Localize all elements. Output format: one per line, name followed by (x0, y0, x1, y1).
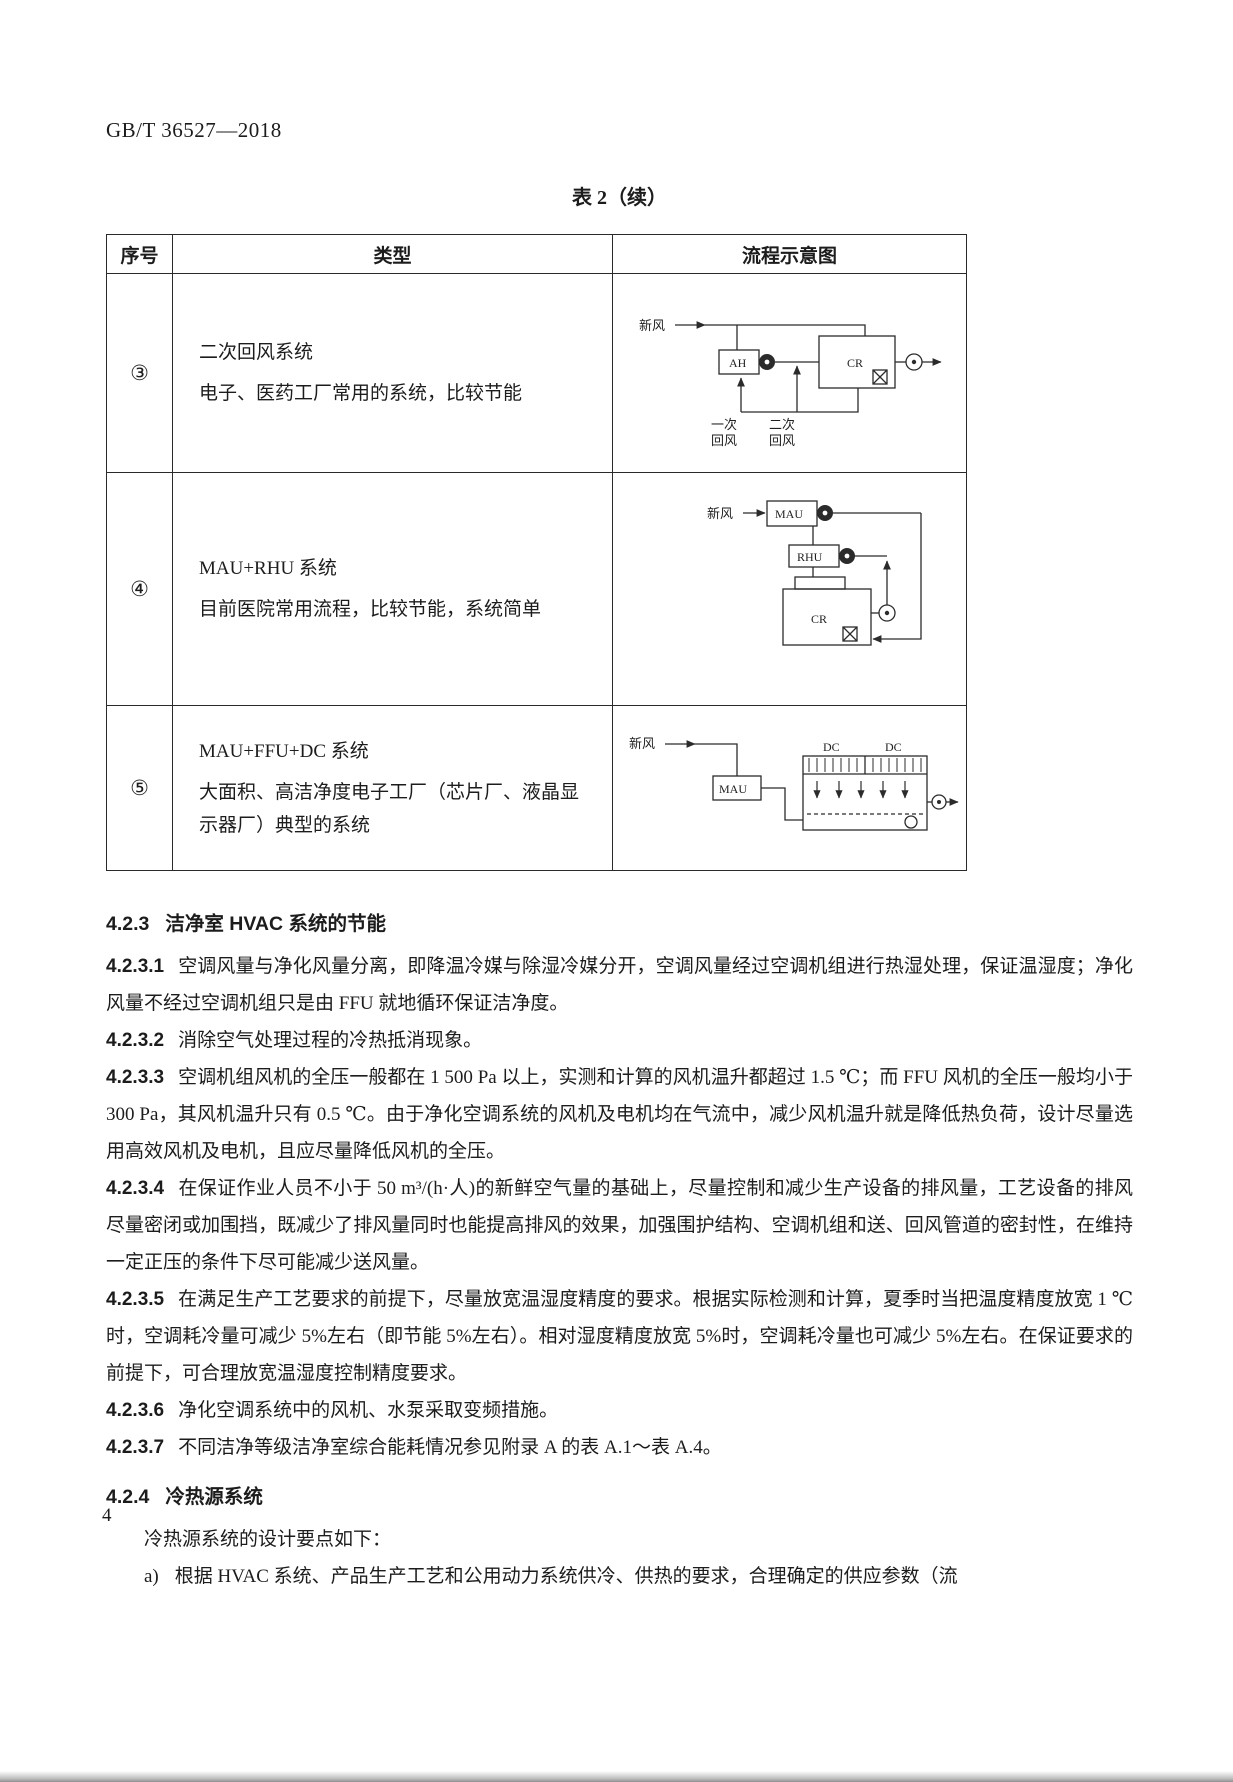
supply-plenum-box (793, 575, 846, 590)
damper-icon (841, 625, 858, 642)
column-header-number: 序号 (106, 234, 173, 274)
diagram-cell: 新风 MAU RHU CR (612, 472, 967, 706)
label-rhu: RHU (797, 550, 823, 564)
label-dc-1: DC (823, 740, 840, 754)
airflow-arrows (807, 781, 923, 815)
section-number: 4.2.4 (106, 1486, 150, 1508)
clause-number: 4.2.3.4 (106, 1178, 165, 1199)
label-secondary-return-1: 二次 (769, 417, 795, 432)
list-item-a: a) 根据 HVAC 系统、产品生产工艺和公用动力系统供冷、供热的要求，合理确定的… (106, 1558, 1133, 1595)
system-description: 目前医院常用流程，比较节能，系统简单 (199, 599, 542, 620)
column-header-type: 类型 (172, 234, 613, 274)
system-title: MAU+RHU 系统 (199, 558, 337, 579)
ffu-filter-hatch (808, 758, 922, 772)
damper-icon (871, 368, 888, 385)
section-heading-4-2-3: 4.2.3 洁净室 HVAC 系统的节能 (106, 907, 1133, 936)
clause-number: 4.2.3.5 (106, 1289, 165, 1310)
clause-text: 净化空调系统中的风机、水泵采取变频措施。 (178, 1400, 559, 1421)
diagram-cell: 新风 MAU DC DC (612, 705, 967, 871)
section-title: 洁净室 HVAC 系统的节能 (165, 913, 387, 935)
label-ah: AH (729, 356, 747, 370)
label-fresh-air: 新风 (639, 318, 665, 333)
clause-number: 4.2.3.6 (106, 1400, 165, 1421)
fan-hub (884, 610, 889, 615)
table-row: ③ 二次回风系统 电子、医药工厂常用的系统，比较节能 (106, 273, 967, 473)
list-item-text: 根据 HVAC 系统、产品生产工艺和公用动力系统供冷、供热的要求，合理确定的供应… (174, 1566, 958, 1587)
paragraph-4-2-3-6: 4.2.3.6 净化空调系统中的风机、水泵采取变频措施。 (106, 1392, 1133, 1429)
section-heading-4-2-4: 4.2.4 冷热源系统 (106, 1480, 1133, 1509)
clause-number: 4.2.3.1 (106, 956, 165, 977)
fan-hub (911, 359, 916, 364)
flow-diagram-mau-rhu-system: 新风 MAU RHU CR (707, 499, 922, 646)
type-cell: MAU+FFU+DC 系统 大面积、高洁净度电子工厂（芯片厂、液晶显示器厂）典型… (172, 705, 613, 871)
table-row: ⑤ MAU+FFU+DC 系统 大面积、高洁净度电子工厂（芯片厂、液晶显示器厂）… (106, 705, 967, 871)
system-description: 大面积、高洁净度电子工厂（芯片厂、液晶显示器厂）典型的系统 (199, 781, 580, 836)
type-cell: 二次回风系统 电子、医药工厂常用的系统，比较节能 (172, 273, 613, 473)
fan-hub (764, 359, 769, 364)
section-number: 4.2.3 (106, 913, 150, 935)
row-number: ④ (106, 472, 173, 706)
clause-text: 在保证作业人员不小于 50 m³/(h·人)的新鲜空气量的基础上，尽量控制和减少… (106, 1178, 1133, 1273)
duct-lines (674, 320, 942, 413)
floor-fan-icon (904, 815, 918, 829)
fan-hub (937, 800, 941, 804)
system-title: 二次回风系统 (199, 342, 314, 363)
cleanroom-box (781, 587, 872, 646)
fan-hub (844, 553, 849, 558)
label-fresh-air: 新风 (629, 736, 655, 751)
row-number: ⑤ (106, 705, 173, 871)
table-header-row: 序号 类型 流程示意图 (106, 234, 967, 274)
column-header-diagram: 流程示意图 (612, 234, 967, 274)
clause-number: 4.2.3.2 (106, 1030, 165, 1051)
duct-lines (665, 740, 959, 831)
list-item-label: a) (144, 1566, 159, 1587)
label-fresh-air: 新风 (707, 506, 733, 521)
mau-box (765, 499, 818, 527)
system-description: 电子、医药工厂常用的系统，比较节能 (199, 383, 523, 404)
section-title: 冷热源系统 (165, 1486, 263, 1508)
label-primary-return-2: 回风 (711, 433, 737, 448)
flow-diagram-mau-ffu-dc-system: 新风 MAU DC DC (629, 736, 959, 831)
label-dc-2: DC (885, 740, 902, 754)
diagram-cell: 新风 AH CR 一次 回风 二次 回风 (612, 273, 967, 473)
table-row: ④ MAU+RHU 系统 目前医院常用流程，比较节能，系统简单 (106, 472, 967, 706)
scan-edge-artifact (0, 1771, 1233, 1782)
fan-hub (822, 510, 827, 515)
type-cell: MAU+RHU 系统 目前医院常用流程，比较节能，系统简单 (172, 472, 613, 706)
standard-number-header: GB/T 36527—2018 (106, 118, 282, 142)
label-mau: MAU (775, 507, 803, 521)
clause-number: 4.2.3.3 (106, 1067, 165, 1088)
clause-text: 消除空气处理过程的冷热抵消现象。 (178, 1030, 483, 1051)
label-primary-return-1: 一次 (711, 417, 737, 432)
clause-text: 空调机组风机的全压一般都在 1 500 Pa 以上，实测和计算的风机温升都超过 … (106, 1067, 1133, 1162)
label-cr: CR (811, 612, 827, 626)
flow-diagram-secondary-return-system: 新风 AH CR 一次 回风 二次 回风 (639, 318, 942, 448)
paragraph-4-2-3-2: 4.2.3.2 消除空气处理过程的冷热抵消现象。 (106, 1022, 1133, 1059)
clause-text: 在满足生产工艺要求的前提下，尽量放宽温湿度精度的要求。根据实际检测和计算，夏季时… (106, 1289, 1133, 1384)
system-title: MAU+FFU+DC 系统 (199, 740, 369, 762)
section-intro: 冷热源系统的设计要点如下： (144, 1529, 392, 1550)
duct-lines (742, 499, 922, 646)
row-number: ③ (106, 273, 173, 473)
label-mau: MAU (719, 782, 747, 796)
label-secondary-return-2: 回风 (769, 433, 795, 448)
table-title: 表 2（续） (572, 187, 667, 209)
page-number: 4 (102, 1505, 112, 1526)
label-cr: CR (847, 356, 863, 370)
clause-text: 空调风量与净化风量分离，即降温冷媒与除湿冷媒分开，空调风量经过空调机组进行热湿处… (106, 956, 1133, 1014)
clause-number: 4.2.3.7 (106, 1437, 165, 1458)
page-content: GB/T 36527—2018 表 2（续） 序号 类型 流程示意图 ③ 二次回… (106, 118, 1133, 1595)
clause-text: 不同洁净等级洁净室综合能耗情况参见附录 A 的表 A.1～表 A.4。 (178, 1437, 722, 1458)
system-types-table: 序号 类型 流程示意图 ③ 二次回风系统 电子、医药工厂常用的系统，比较节能 (106, 234, 967, 871)
paragraph-4-2-3-7: 4.2.3.7 不同洁净等级洁净室综合能耗情况参见附录 A 的表 A.1～表 A.… (106, 1429, 1133, 1466)
